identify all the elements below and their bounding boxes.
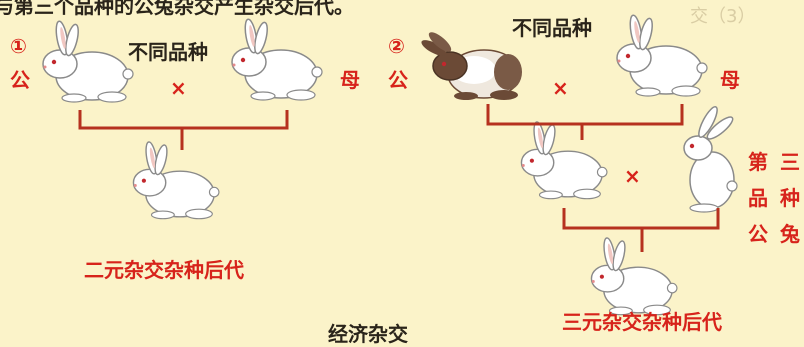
diagram2-hybrid-cross-sign: ×	[624, 164, 641, 188]
diagram2-offspring-label: 三元杂交杂种后代	[562, 310, 722, 334]
diagram2-male-label: 公	[388, 68, 408, 92]
third-breed-char: 种	[780, 186, 800, 210]
diagram2-hybrid-rabbit	[520, 120, 608, 200]
diagram1-female-label: 母	[340, 68, 360, 92]
diagram2-bracket-upper	[486, 104, 684, 140]
diagram-graphics	[42, 13, 738, 316]
diagram1-number: ①	[10, 34, 27, 58]
third-breed-char: 公	[748, 222, 768, 246]
diagram2-offspring-rabbit	[590, 236, 678, 316]
diagram2-female-rabbit	[616, 13, 708, 97]
third-breed-char: 品	[748, 186, 768, 210]
diagram1-female-rabbit	[231, 17, 323, 101]
third-breed-char: 第	[748, 150, 768, 174]
diagram1-offspring-rabbit	[132, 140, 220, 220]
diagram2-breeds-label: 不同品种	[512, 16, 592, 40]
diagram2-male-rabbit	[418, 28, 523, 101]
diagram1-male-rabbit	[42, 19, 134, 103]
diagram2-third-breed-male-rabbit	[683, 103, 738, 213]
diagram1-male-label: 公	[10, 68, 30, 92]
diagram1-offspring-label: 二元杂交杂种后代	[84, 258, 244, 282]
top-caption: 与第三个品种的公兔杂交产生杂交后代。	[0, 0, 354, 18]
third-breed-char: 兔	[780, 222, 800, 246]
diagram1-cross-sign: ×	[170, 76, 187, 100]
diagram1-bracket	[78, 110, 289, 150]
diagram2-number: ②	[388, 34, 405, 58]
diagram1-breeds-label: 不同品种	[128, 40, 208, 64]
diagram2-cross-sign: ×	[552, 76, 569, 100]
top-right-faint-text: 交（3）	[690, 6, 756, 27]
third-breed-char: 三	[780, 150, 800, 174]
diagram2-female-label: 母	[720, 68, 740, 92]
diagram2-bracket-lower	[562, 208, 720, 252]
